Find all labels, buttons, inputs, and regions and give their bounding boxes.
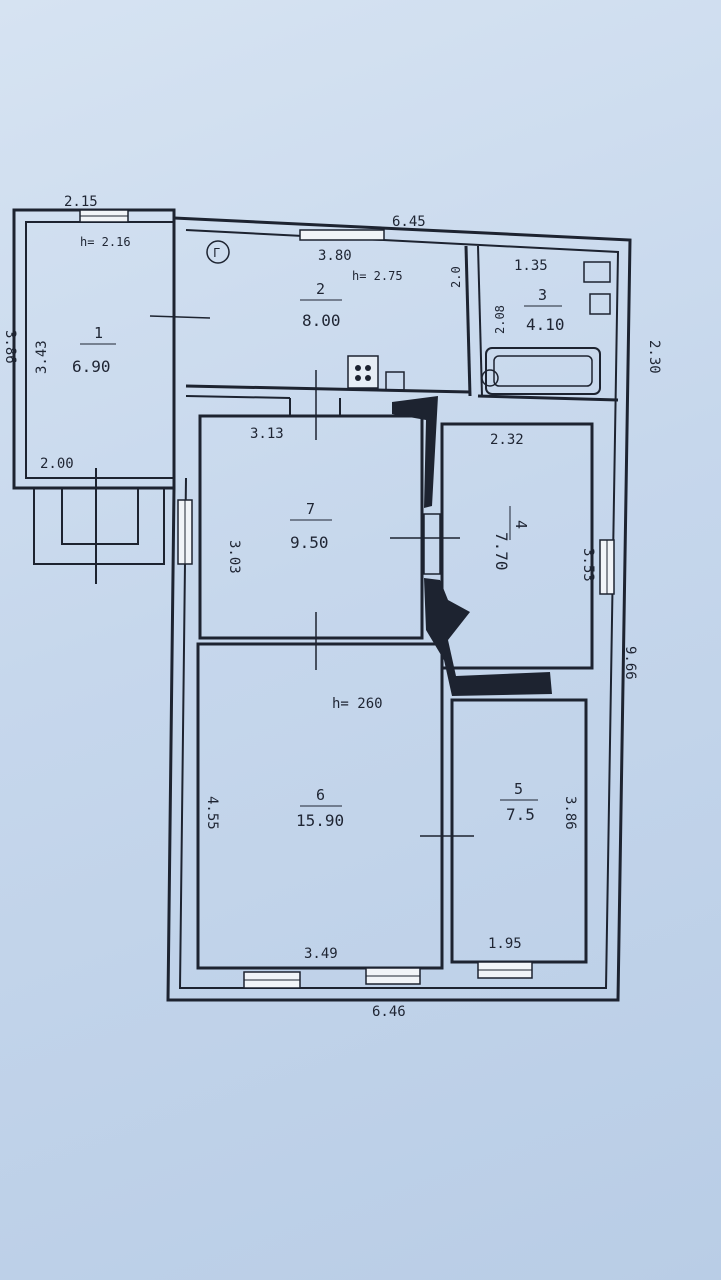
dim-h-room2: h= 2.75: [352, 269, 403, 283]
stove-icon: [347, 355, 405, 391]
svg-text:7.70: 7.70: [492, 532, 511, 571]
room-label-5: 5 7.5: [500, 780, 538, 824]
room-5-walls: [450, 698, 588, 964]
dim-room3-small: 2.0: [449, 266, 463, 288]
door-marks: [149, 315, 474, 837]
dim-h-room1: h= 2.16: [80, 235, 131, 249]
window-right: [599, 539, 615, 595]
toilet-fixture: [583, 261, 611, 315]
room-2-walls: [185, 384, 471, 399]
dim-left-cut: 3.86: [2, 330, 18, 364]
room-label-7: 7 9.50: [290, 500, 332, 552]
svg-text:9.50: 9.50: [290, 533, 329, 552]
chimney: [392, 396, 552, 696]
dim-h-main: h= 260: [332, 696, 383, 712]
svg-text:7.5: 7.5: [506, 805, 535, 824]
bathtub: [481, 347, 601, 395]
room-label-1: 1 6.90: [72, 324, 116, 376]
svg-text:2: 2: [316, 280, 325, 298]
dim-room1-bottom: 2.00: [40, 456, 74, 472]
svg-text:8.00: 8.00: [302, 311, 341, 330]
svg-text:3: 3: [538, 286, 547, 304]
svg-text:4.10: 4.10: [526, 315, 565, 334]
svg-text:1: 1: [94, 324, 103, 342]
dim-room2-window: 3.80: [318, 248, 352, 264]
svg-text:6: 6: [316, 786, 325, 804]
svg-text:7: 7: [306, 500, 315, 518]
windows-bottom: [243, 961, 533, 989]
dim-room7-width: 3.13: [250, 426, 284, 442]
svg-text:Г: Г: [213, 246, 220, 260]
porch: [33, 468, 165, 584]
dim-room6-depth: 4.55: [204, 796, 220, 830]
dim-right-top: 2.30: [646, 340, 662, 374]
dim-right-overall: 9.66: [622, 646, 638, 680]
main-walls: [166, 216, 632, 1002]
window-left: [177, 499, 193, 565]
room-6-walls: [196, 642, 444, 970]
dim-top-overall: 6.45: [392, 214, 426, 230]
room-4-walls: [440, 422, 594, 670]
boiler-icon: Г: [206, 240, 230, 264]
dim-room4-width: 2.32: [490, 432, 524, 448]
room-label-3: 3 4.10: [524, 286, 565, 334]
window-room-1: [79, 209, 129, 223]
dim-room7-depth: 3.03: [226, 540, 242, 574]
svg-text:6.90: 6.90: [72, 357, 111, 376]
dim-room5-depth: 3.86: [562, 796, 578, 830]
dim-room3-depth: 2.08: [493, 305, 507, 334]
room-label-4: 4 7.70: [492, 506, 530, 571]
svg-text:5: 5: [514, 780, 523, 798]
room-label-2: 2 8.00: [300, 280, 342, 330]
dim-room1-depth: 3.43: [34, 340, 50, 374]
dim-room4-depth: 3.53: [580, 548, 596, 582]
dim-top-left: 2.15: [64, 194, 98, 210]
dim-bottom-overall: 6.46: [372, 1004, 406, 1020]
room-7-walls: [198, 398, 424, 640]
room-3-walls: [464, 245, 619, 402]
dim-room5-width: 1.95: [488, 936, 522, 952]
room-label-6: 6 15.90: [296, 786, 344, 830]
svg-text:15.90: 15.90: [296, 811, 344, 830]
dim-room6-width: 3.49: [304, 946, 338, 962]
window-room-2: [299, 229, 385, 241]
dim-room3-width: 1.35: [514, 258, 548, 274]
svg-text:4: 4: [512, 520, 530, 529]
